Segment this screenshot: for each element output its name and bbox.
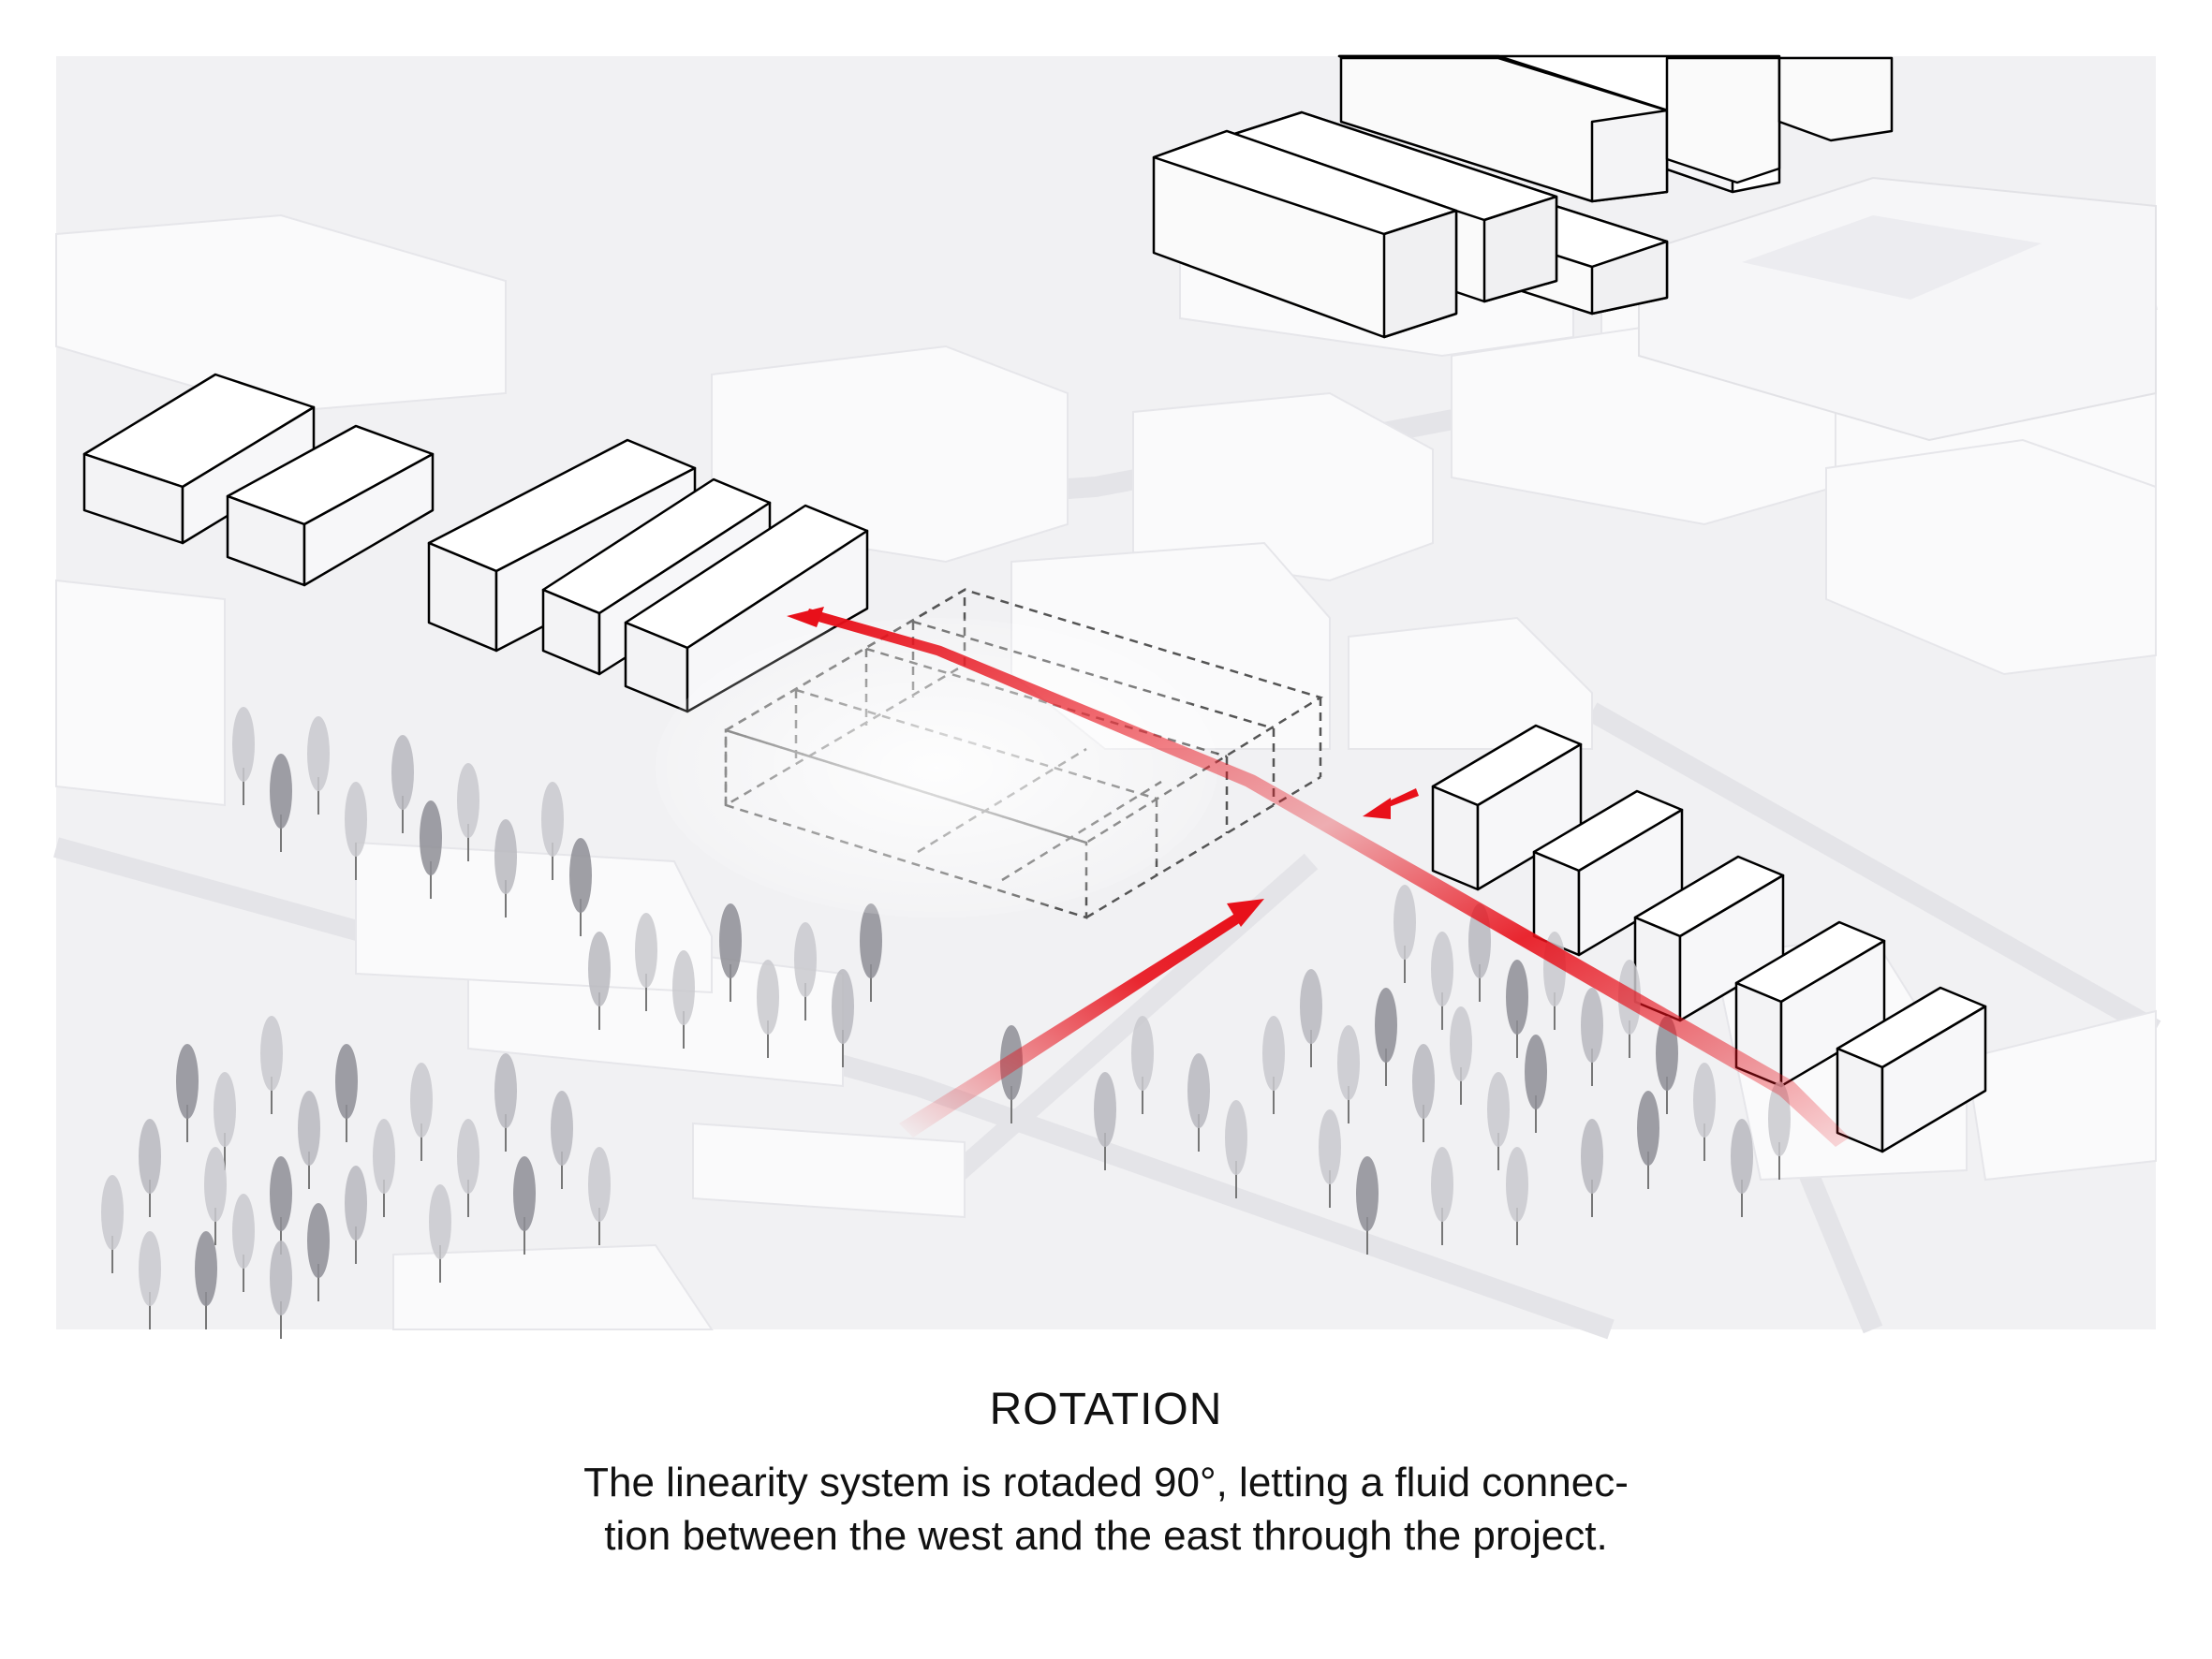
tree-icon [1731,1119,1753,1217]
tree-icon [1187,1053,1210,1152]
tree-icon [1094,1072,1116,1170]
tree-icon [494,1053,517,1152]
tree-icon [719,903,742,1002]
tree-icon [1525,1035,1547,1133]
tree-icon [101,1175,124,1273]
diagram-description: The linearity system is rotaded 90°, let… [0,1456,2212,1563]
tree-icon [457,763,479,861]
haze-overlay [656,618,1217,918]
tree-icon [232,707,255,805]
tree-icon [672,950,695,1049]
tree-icon [204,1147,227,1245]
tree-icon [270,1241,292,1339]
tree-icon [1319,1109,1341,1208]
tree-icon [260,1016,283,1114]
highlighted-blocks-east [1431,724,1987,1153]
tree-icon [1581,1119,1603,1217]
tree-icon [635,913,657,1011]
tree-icon [1431,932,1453,1030]
tree-icon [860,903,882,1002]
tree-icon [335,1044,358,1142]
tree-icon [588,932,611,1030]
tree-icon [429,1184,451,1283]
tree-icon [1262,1016,1285,1114]
tree-icon [1337,1025,1360,1123]
tree-icon [270,754,292,852]
description-line-1: The linearity system is rotaded 90°, let… [583,1460,1629,1505]
tree-icon [1394,885,1416,983]
tree-icon [1375,988,1397,1086]
highlighted-blocks-north [1152,54,1894,339]
tree-icon [832,969,854,1067]
tree-icon [1506,960,1528,1058]
trees [101,707,1791,1339]
tree-icon [373,1119,395,1217]
tree-icon [513,1156,536,1255]
tree-icon [494,819,517,918]
tree-icon [307,1203,330,1301]
tree-icon [588,1147,611,1245]
tree-icon [541,782,564,880]
tree-icon [1300,969,1322,1067]
tree-icon [420,800,442,899]
tree-icon [757,960,779,1058]
tree-icon [1656,1016,1678,1114]
tree-icon [1412,1044,1435,1142]
tree-icon [410,1063,433,1161]
tree-icon [195,1231,217,1329]
tree-icon [569,838,592,936]
diagram-title: ROTATION [989,1385,1223,1434]
connection-arrows [787,607,1850,1147]
connection-arrow-head-icon [1227,899,1264,927]
tree-icon [551,1091,573,1189]
courtyard-building [1638,176,2157,442]
tree-icon [794,922,817,1020]
tree-icon [139,1119,161,1217]
description-line-2: tion between the west and the east throu… [604,1513,1608,1559]
tree-icon [1225,1100,1247,1198]
tree-icon [1356,1156,1379,1255]
tree-icon [1581,988,1603,1086]
tree-icon [298,1091,320,1189]
tree-icon [1693,1063,1716,1161]
tree-icon [307,716,330,815]
tree-icon [345,1166,367,1264]
tree-icon [1487,1072,1510,1170]
connection-arrow-icon [899,913,1241,1138]
tree-icon [1131,1016,1154,1114]
tree-icon [232,1194,255,1292]
tree-icon [1506,1147,1528,1245]
tree-icon [345,782,367,880]
tree-icon [391,735,414,833]
tree-icon [1450,1006,1472,1105]
context-buildings [55,185,2157,1330]
tree-icon [176,1044,199,1142]
tree-icon [139,1231,161,1329]
tree-icon [1637,1091,1659,1189]
tree-icon [1431,1147,1453,1245]
short-connection-arrow-head-icon [1363,798,1391,819]
long-connection-arrow-head-icon [787,607,824,627]
tree-icon [457,1119,479,1217]
